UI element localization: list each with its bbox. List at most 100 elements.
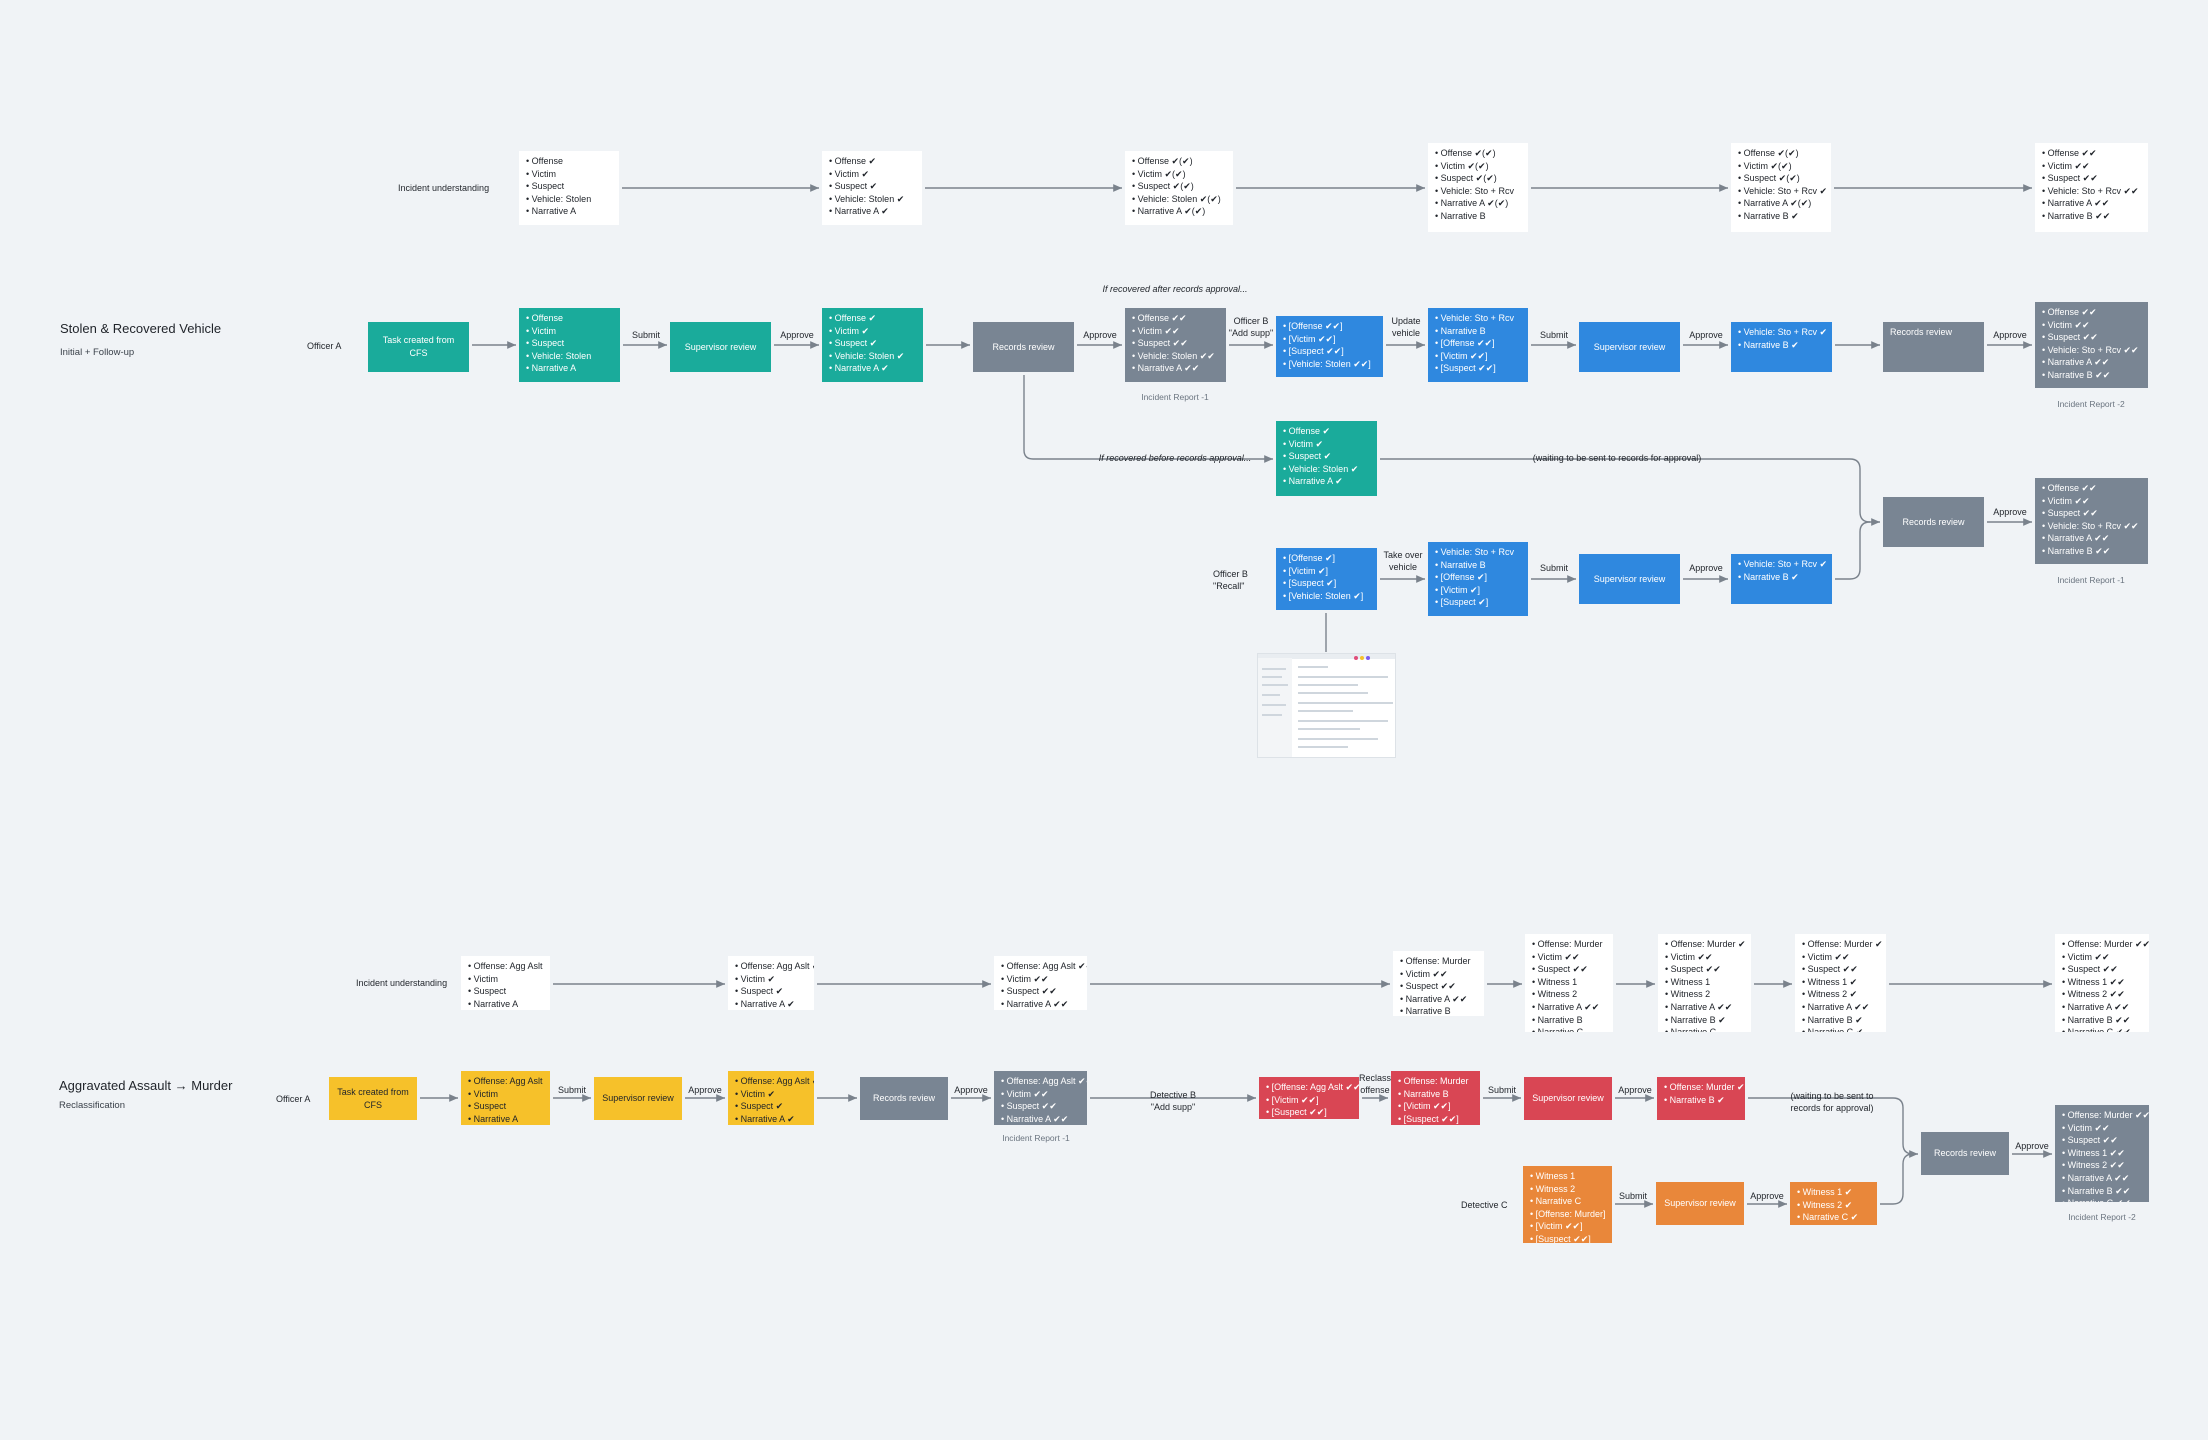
node-line: • Narrative A <box>526 363 577 374</box>
draft-2-node[interactable]: • Offense: Agg Aslt• Victim• Suspect• Na… <box>461 1071 550 1125</box>
incident-report-2b-node[interactable]: • Offense: Murder ✔✔• Victim ✔✔• Suspect… <box>2055 1105 2149 1202</box>
node-line: • Victim ✔ <box>735 1088 776 1099</box>
section2-subtitle: Reclassification <box>59 1100 125 1111</box>
pending-node[interactable]: • Offense ✔• Victim ✔• Suspect ✔• Vehicl… <box>1276 421 1377 496</box>
node-line: • Vehicle: Stolen ✔(✔) <box>1132 193 1221 204</box>
edge-approve-5: Approve <box>1689 563 1723 573</box>
node-line: • Narrative A ✔ <box>829 363 889 374</box>
understanding2-card-6[interactable]: • Offense: Murder ✔• Victim ✔✔• Suspect … <box>1658 934 1751 1032</box>
supp-update-node[interactable]: • Vehicle: Sto + Rcv• Narrative B• [Offe… <box>1428 308 1528 382</box>
node-line: • [Suspect ✔✔] <box>1435 363 1496 374</box>
understanding-card-5[interactable]: • Offense ✔(✔)• Victim ✔(✔)• Suspect ✔(✔… <box>1731 143 1831 232</box>
node-label: Records review <box>872 1093 936 1104</box>
node-line: • Offense: Murder ✔✔ <box>2062 1110 2149 1120</box>
understanding2-card-2[interactable]: • Offense: Agg Aslt ✔• Victim ✔• Suspect… <box>728 956 814 1010</box>
incident-report-1-alt-node[interactable]: • Offense ✔✔• Victim ✔✔• Suspect ✔✔• Veh… <box>2035 478 2148 564</box>
incident-report-1b-node[interactable]: • Offense: Agg Aslt ✔✔• Victim ✔✔• Suspe… <box>994 1071 1087 1125</box>
supp-supervisor-review-2-node[interactable]: Supervisor review <box>1524 1077 1612 1120</box>
node-line: • Suspect ✔ <box>829 181 878 192</box>
node-line: • Narrative A <box>468 998 519 1009</box>
node-line: • Offense ✔✔ <box>2042 307 2097 317</box>
understanding-card-2[interactable]: • Offense ✔• Victim ✔• Suspect ✔• Vehicl… <box>822 151 922 225</box>
edge-waiting-1: (waiting to be sent to records for appro… <box>1532 453 1702 463</box>
approved-2-node[interactable]: • Offense: Agg Aslt ✔• Victim ✔• Suspect… <box>728 1071 814 1125</box>
merge2-lower <box>1880 1153 1914 1205</box>
supervisor-review-2a-node[interactable]: Supervisor review <box>594 1077 682 1120</box>
det-approved-node[interactable]: • Witness 1 ✔• Witness 2 ✔• Narrative C … <box>1790 1182 1877 1225</box>
node-line: • Narrative A ✔✔ <box>2042 357 2110 368</box>
supp-locked-2-node[interactable]: • [Offense: Agg Aslt ✔✔]• [Victim ✔✔]• [… <box>1259 1077 1359 1119</box>
node-line: • Vehicle: Sto + Rcv <box>1435 313 1514 323</box>
recall-update-node[interactable]: • Vehicle: Sto + Rcv• Narrative B• [Offe… <box>1428 542 1528 616</box>
incident-report-2-caption: Incident Report -2 <box>2057 399 2125 409</box>
understanding2-card-4[interactable]: • Offense: Murder• Victim ✔✔• Suspect ✔✔… <box>1393 951 1484 1016</box>
thumbnail-sidebar <box>1258 658 1292 757</box>
understanding2-card-5[interactable]: • Offense: Murder• Victim ✔✔• Suspect ✔✔… <box>1525 934 1613 1032</box>
supp-supervisor-review-node[interactable]: Supervisor review <box>1579 322 1680 372</box>
screenshot-thumbnail[interactable] <box>1257 653 1396 758</box>
node-line: • [Offense ✔] <box>1283 553 1336 563</box>
node-line: • Witness 1 <box>1665 976 1711 987</box>
node-line: • Victim <box>468 973 498 984</box>
draft-node[interactable]: • Offense• Victim• Suspect• Vehicle: Sto… <box>519 308 620 382</box>
recall-supervisor-review-node[interactable]: Supervisor review <box>1579 554 1680 604</box>
supp-locked-node[interactable]: • [Offense ✔✔]• [Victim ✔✔]• [Suspect ✔✔… <box>1276 316 1383 377</box>
node-line: • Narrative A ✔✔ <box>1400 993 1468 1004</box>
incident-report-2-node[interactable]: • Offense ✔✔• Victim ✔✔• Suspect ✔✔• Veh… <box>2035 302 2148 388</box>
node-line: • Offense: Murder <box>1400 956 1471 966</box>
understanding2-card-3[interactable]: • Offense: Agg Aslt ✔✔• Victim ✔✔• Suspe… <box>994 956 1087 1010</box>
node-line: • [Victim ✔✔] <box>1398 1101 1451 1112</box>
node-label: Task created from CFS <box>337 1086 409 1110</box>
supp-reclass-node[interactable]: • Offense: Murder• Narrative B• [Victim … <box>1391 1071 1480 1125</box>
edge-officer-b-add-supp: Officer B"Add supp" <box>1228 316 1274 338</box>
understanding-card-3[interactable]: • Offense ✔(✔)• Victim ✔(✔)• Suspect ✔(✔… <box>1125 151 1233 225</box>
det-draft-node[interactable]: • Witness 1• Witness 2• Narrative C• [Of… <box>1523 1166 1612 1243</box>
approved-node[interactable]: • Offense ✔• Victim ✔• Suspect ✔• Vehicl… <box>822 308 923 382</box>
det-supervisor-review-node[interactable]: Supervisor review <box>1656 1182 1744 1225</box>
understanding-card-4[interactable]: • Offense ✔(✔)• Victim ✔(✔)• Suspect ✔(✔… <box>1428 143 1528 232</box>
records-review-2a-node[interactable]: Records review <box>860 1077 948 1120</box>
node-line: • Victim ✔✔ <box>2042 495 2090 506</box>
understanding-card-6[interactable]: • Offense ✔✔• Victim ✔✔• Suspect ✔✔• Veh… <box>2035 143 2148 232</box>
node-label: Supervisor review <box>684 341 757 352</box>
node-line: • Narrative A ✔ <box>1283 476 1343 487</box>
task-created-2-node[interactable]: Task created from CFS <box>329 1077 417 1120</box>
supp-approved-2-node[interactable]: • Offense: Murder ✔• Narrative B ✔ <box>1657 1077 1745 1120</box>
recall-locked-node[interactable]: • [Offense ✔]• [Victim ✔]• [Suspect ✔]• … <box>1276 548 1377 610</box>
node-line: • Victim ✔✔ <box>1802 951 1850 962</box>
node-label: Records review <box>1890 327 1953 337</box>
node-line: • Offense ✔(✔) <box>1132 156 1193 166</box>
thumbnail-line <box>1262 704 1286 706</box>
supervisor-review-node[interactable]: Supervisor review <box>670 322 771 372</box>
node-line: • Narrative B ✔ <box>1664 1094 1725 1105</box>
understanding2-card-7[interactable]: • Offense: Murder ✔• Victim ✔✔• Suspect … <box>1795 934 1886 1032</box>
node-line: • Narrative C ✔✔ <box>2062 1197 2142 1202</box>
understanding2-card-1[interactable]: • Offense: Agg Aslt• Victim• Suspect• Na… <box>461 956 550 1010</box>
recall-approved-node[interactable]: • Vehicle: Sto + Rcv ✔• Narrative B ✔ <box>1731 554 1832 604</box>
node-line: • [Suspect ✔✔] <box>1398 1113 1459 1124</box>
node-label: Supervisor review <box>1593 341 1666 352</box>
incident-report-1-node[interactable]: • Offense ✔✔• Victim ✔✔• Suspect ✔✔• Veh… <box>1125 308 1226 382</box>
thumbnail-line <box>1298 702 1393 704</box>
node-label: Records review <box>1902 516 1965 527</box>
records-review-2b-node[interactable]: Records review <box>1921 1132 2009 1175</box>
node-line: • Offense: Agg Aslt <box>468 1076 543 1086</box>
node-line: • Suspect ✔✔ <box>2062 1135 2118 1146</box>
node-line: • Suspect ✔(✔) <box>1435 173 1497 184</box>
supp-approved-node[interactable]: • Vehicle: Sto + Rcv ✔• Narrative B ✔ <box>1731 322 1832 372</box>
node-line: • Victim ✔✔ <box>1532 951 1580 962</box>
task-created-node[interactable]: Task created from CFS <box>368 322 469 372</box>
branch-before-approval <box>1023 375 1273 463</box>
node-line: • Victim ✔ <box>829 168 870 179</box>
records-review-3-node[interactable]: Records review <box>1883 497 1984 547</box>
node-line: • Offense: Murder ✔ <box>1665 939 1746 949</box>
node-line: • Narrative A ✔ <box>735 1113 795 1124</box>
records-review-node[interactable]: Records review <box>973 322 1074 372</box>
records-review-2-node[interactable]: Records review <box>1883 322 1984 372</box>
node-line: • Witness 2 <box>1532 989 1578 1000</box>
thumbnail-line <box>1298 666 1328 668</box>
node-line: • Suspect <box>526 181 565 192</box>
understanding-card-1[interactable]: • Offense• Victim• Suspect• Vehicle: Sto… <box>519 151 619 225</box>
understanding2-card-8[interactable]: • Offense: Murder ✔✔• Victim ✔✔• Suspect… <box>2055 934 2149 1032</box>
node-label: Task created from CFS <box>382 335 455 358</box>
